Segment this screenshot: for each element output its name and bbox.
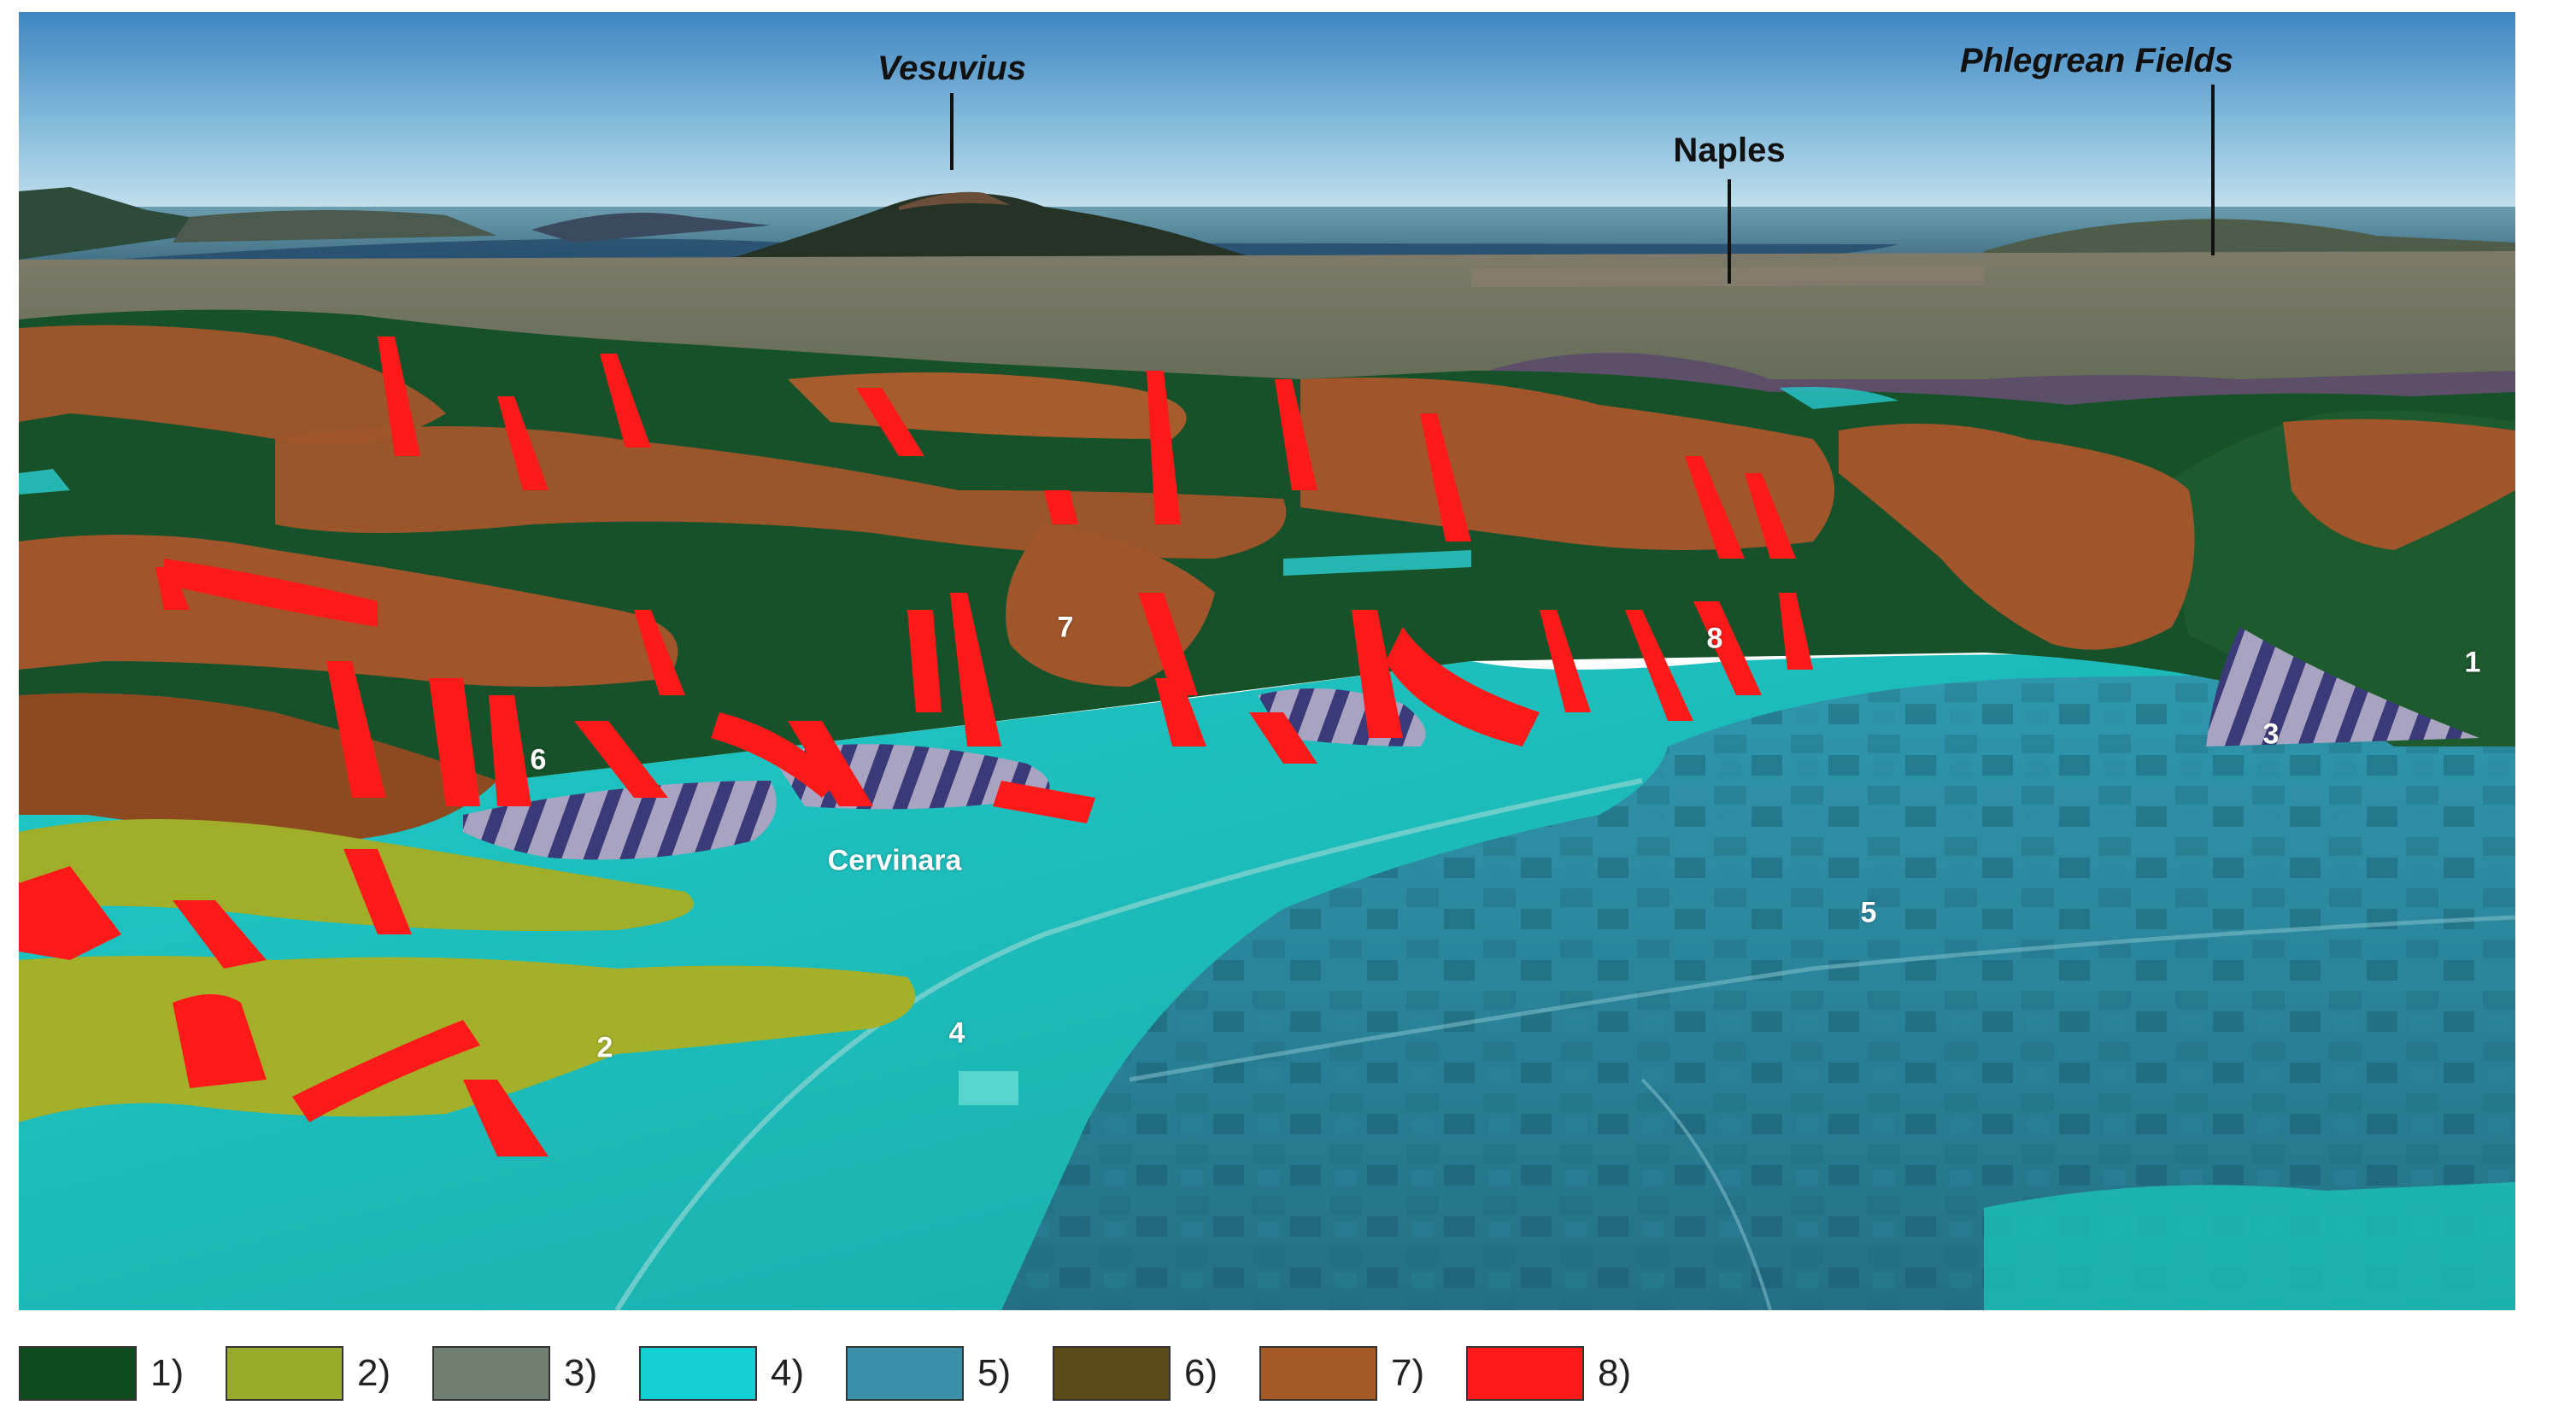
legend-label-2: 2) — [357, 1352, 391, 1394]
legend-item-1: 1) — [19, 1344, 184, 1403]
phlegrean-fields-pointer — [2211, 85, 2215, 255]
legend-label-7: 7) — [1391, 1352, 1425, 1394]
legend-label-4: 4) — [771, 1352, 805, 1394]
zone-6-slope — [19, 693, 497, 840]
legend-swatch-7 — [1259, 1346, 1377, 1401]
zone-label-7: 7 — [1057, 611, 1074, 644]
map-view: Vesuvius Naples Phlegrean Fields Cervina… — [19, 12, 2515, 1310]
zone-label-4: 4 — [948, 1016, 965, 1050]
zone-label-1: 1 — [2464, 646, 2481, 679]
zone-label-2: 2 — [596, 1031, 613, 1064]
terrain-3d-map — [19, 12, 2515, 1310]
legend-swatch-6 — [1053, 1346, 1171, 1401]
sky — [19, 12, 2515, 217]
zone-3-fan-left — [463, 781, 777, 860]
legend-item-2: 2) — [226, 1344, 390, 1403]
legend-item-5: 5) — [846, 1344, 1011, 1403]
legend-label-8: 8) — [1598, 1352, 1632, 1394]
legend-item-3: 3) — [432, 1344, 597, 1403]
left-distant-hill — [19, 187, 275, 260]
legend-swatch-3 — [432, 1346, 550, 1401]
zone-7-slopes — [19, 325, 446, 444]
vesuvius-pointer — [950, 93, 954, 170]
zone-label-6: 6 — [530, 743, 547, 776]
map-legend: 1) 2) 3) 4) 5) 6) 7) 8) — [19, 1344, 1728, 1403]
zone-8-debris-flows — [19, 337, 1813, 1156]
zone-label-8: 8 — [1706, 622, 1723, 655]
legend-item-8: 8) — [1466, 1344, 1631, 1403]
naples-label: Naples — [1673, 132, 1786, 169]
cervinara-label: Cervinara — [827, 844, 962, 877]
legend-swatch-2 — [226, 1346, 343, 1401]
legend-item-7: 7) — [1259, 1344, 1424, 1403]
legend-label-1: 1) — [150, 1352, 185, 1394]
legend-item-4: 4) — [639, 1344, 804, 1403]
zone-label-5: 5 — [1860, 896, 1877, 929]
zone-3-fan-right — [2206, 627, 2479, 747]
vesuvius-label: Vesuvius — [877, 50, 1027, 87]
legend-item-6: 6) — [1053, 1344, 1218, 1403]
naples-pointer — [1728, 179, 1731, 284]
legend-swatch-8 — [1466, 1346, 1584, 1401]
legend-label-5: 5) — [977, 1352, 1012, 1394]
legend-swatch-5 — [846, 1346, 964, 1401]
zone-label-3: 3 — [2262, 717, 2280, 751]
legend-swatch-1 — [19, 1346, 137, 1401]
legend-swatch-4 — [639, 1346, 757, 1401]
phlegrean-fields-label: Phlegrean Fields — [1959, 42, 2234, 79]
legend-label-6: 6) — [1184, 1352, 1218, 1394]
legend-label-3: 3) — [564, 1352, 598, 1394]
